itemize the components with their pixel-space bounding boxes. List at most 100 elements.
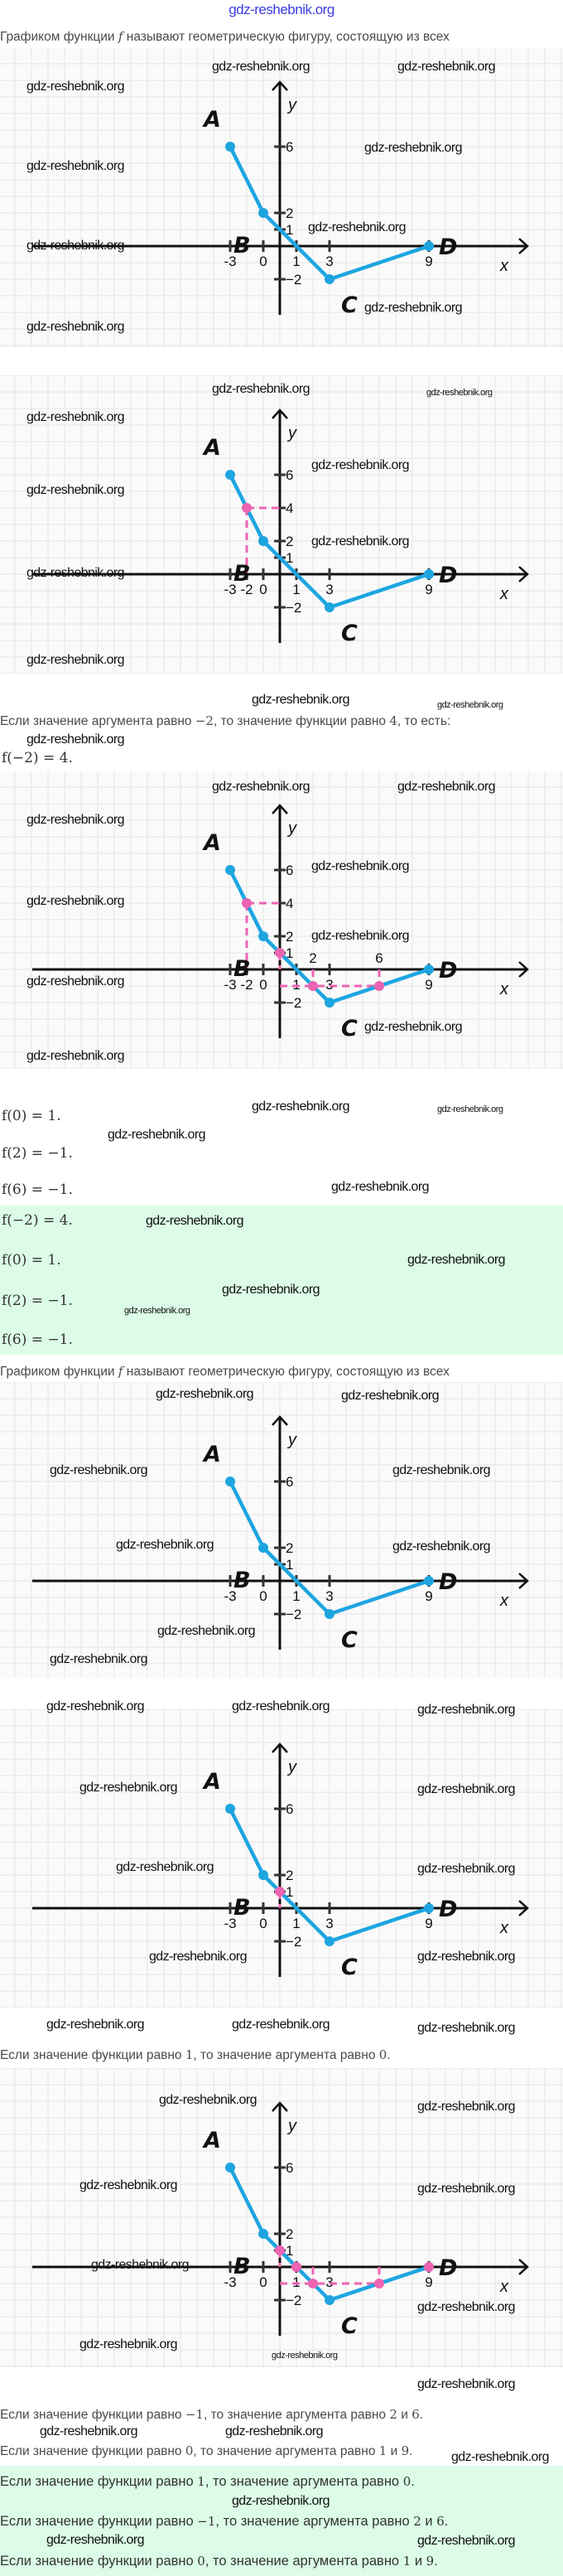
watermark: gdz-reshebnik.org — [417, 2534, 515, 2548]
watermark: gdz-reshebnik.org — [156, 1387, 253, 1401]
watermark: gdz-reshebnik.org — [108, 1128, 205, 1142]
answer-line: f(6) = −1. — [2, 1331, 73, 1348]
sentence-text: Если значение функции равно — [0, 2408, 182, 2422]
graph-vertex-dot — [325, 998, 334, 1008]
answer-box-2: Если значение функции равно 1, то значен… — [0, 2466, 563, 2576]
x-tick-label: 9 — [425, 1588, 432, 1604]
watermark: gdz-reshebnik.org — [26, 80, 124, 94]
point-label-a: A — [202, 1769, 221, 1795]
sentence-text: , то значение аргумента равно — [205, 2474, 400, 2489]
watermark: gdz-reshebnik.org — [157, 1624, 255, 1638]
watermark: gdz-reshebnik.org — [341, 1389, 439, 1403]
x-axis-label: x — [499, 257, 509, 275]
arg-value: −2 — [195, 713, 214, 728]
sentence-text: Если значение функции равно — [0, 2514, 194, 2529]
watermark: gdz-reshebnik.org — [392, 1463, 490, 1477]
point-label-b: B — [233, 233, 251, 259]
sentence-value-minus-1: Если значение функции равно −1, то значе… — [0, 2406, 423, 2424]
x-axis-arrow-icon — [518, 1900, 529, 1916]
point-label-b: B — [233, 1568, 251, 1593]
y-tick-label: 1 — [286, 2243, 293, 2259]
watermark: gdz-reshebnik.org — [232, 2018, 330, 2032]
watermark: gdz-reshebnik.org — [116, 1860, 214, 1874]
sentence-end: . — [419, 2408, 424, 2422]
watermark: gdz-reshebnik.org — [124, 1306, 190, 1316]
x-axis-arrow-icon — [518, 2259, 529, 2275]
point-label-d: D — [439, 2255, 457, 2281]
point-label-b: B — [233, 561, 251, 587]
arg-end: , то есть: — [397, 714, 451, 728]
x-axis-label: x — [499, 2278, 509, 2296]
graph-vertex-dot — [325, 274, 334, 284]
highlight-dot — [374, 981, 384, 991]
watermark: gdz-reshebnik.org — [26, 483, 124, 497]
graph-vertex-dot — [225, 1804, 235, 1814]
x-tick-label: 9 — [425, 254, 432, 269]
x-tick-label: 1 — [292, 254, 300, 269]
x-tick-label: 9 — [425, 1916, 432, 1931]
y-tick-label: −2 — [286, 600, 301, 616]
sentence-end: . — [411, 2474, 415, 2489]
watermark: gdz-reshebnik.org — [26, 410, 124, 424]
x-tick-label: 1 — [292, 1588, 300, 1604]
y-tick-label: 2 — [286, 929, 293, 945]
watermark: gdz-reshebnik.org — [308, 220, 406, 234]
function-graph-line — [228, 473, 430, 610]
watermark: gdz-reshebnik.org — [417, 2182, 515, 2196]
point-label-a: A — [202, 830, 221, 856]
sentence-result: 0 — [378, 2047, 387, 2062]
sentence-result: 9 — [426, 2554, 435, 2569]
watermark: gdz-reshebnik.org — [232, 1699, 330, 1713]
watermark: gdz-reshebnik.org — [252, 1100, 349, 1114]
watermark: gdz-reshebnik.org — [426, 388, 493, 398]
graph-vertex-dot — [225, 2163, 235, 2172]
sentence-and: и — [411, 2554, 426, 2569]
sentence-text: Если значение функции равно — [0, 2554, 194, 2569]
sentence-text: , то значение аргумента равно — [193, 2048, 376, 2062]
grid-background — [0, 48, 563, 348]
sentence-result: 0 — [402, 2474, 411, 2489]
y-tick-label: 6 — [286, 467, 293, 483]
watermark: gdz-reshebnik.org — [311, 929, 409, 943]
point-label-d: D — [439, 563, 457, 588]
watermark: gdz-reshebnik.org — [417, 1703, 515, 1717]
watermark: gdz-reshebnik.org — [212, 60, 310, 74]
x-tick-label: 0 — [259, 1588, 267, 1604]
y-tick-label: 2 — [286, 1540, 293, 1556]
watermark: gdz-reshebnik.org — [417, 1782, 515, 1796]
y-tick-label: −2 — [286, 2293, 301, 2308]
graph-vertex-dot — [258, 2229, 268, 2239]
sentence-result: 6 — [411, 2407, 420, 2422]
watermark: gdz-reshebnik.org — [225, 2424, 323, 2438]
sentence-end: . — [444, 2514, 449, 2529]
watermark: gdz-reshebnik.org — [50, 1463, 147, 1477]
y-axis-arrow-icon — [272, 804, 288, 814]
point-label-b: B — [233, 956, 251, 982]
x-axis-label: x — [499, 585, 509, 603]
graph-vertex-dot — [258, 208, 268, 218]
y-tick-label: −2 — [286, 1607, 301, 1622]
watermark: gdz-reshebnik.org — [50, 1652, 147, 1666]
graph-vertex-dot — [258, 536, 268, 546]
sentence-text: , то значение аргумента равно — [193, 2444, 376, 2458]
watermark: gdz-reshebnik.org — [451, 2450, 549, 2464]
point-label-a: A — [202, 2128, 221, 2153]
point-label-b: B — [233, 2254, 251, 2279]
x-tick-label-above: 6 — [375, 950, 383, 966]
formula-f-minus-2: f(−2) = 4. — [2, 750, 73, 766]
highlight-dot — [291, 2262, 301, 2272]
watermark: gdz-reshebnik.org — [364, 141, 462, 155]
answer-line: Если значение функции равно 1, то значен… — [0, 2473, 415, 2490]
site-logo-link[interactable]: gdz-reshebnik.org — [229, 2, 334, 17]
y-tick-label: 2 — [286, 1868, 293, 1883]
function-graph-line — [228, 868, 430, 1005]
highlight-dot — [242, 503, 252, 513]
graph-vertex-dot — [225, 470, 235, 480]
graph-vertex-dot — [258, 931, 268, 941]
y-tick-label: 1 — [286, 945, 293, 961]
x-tick-label: -3 — [224, 977, 236, 993]
